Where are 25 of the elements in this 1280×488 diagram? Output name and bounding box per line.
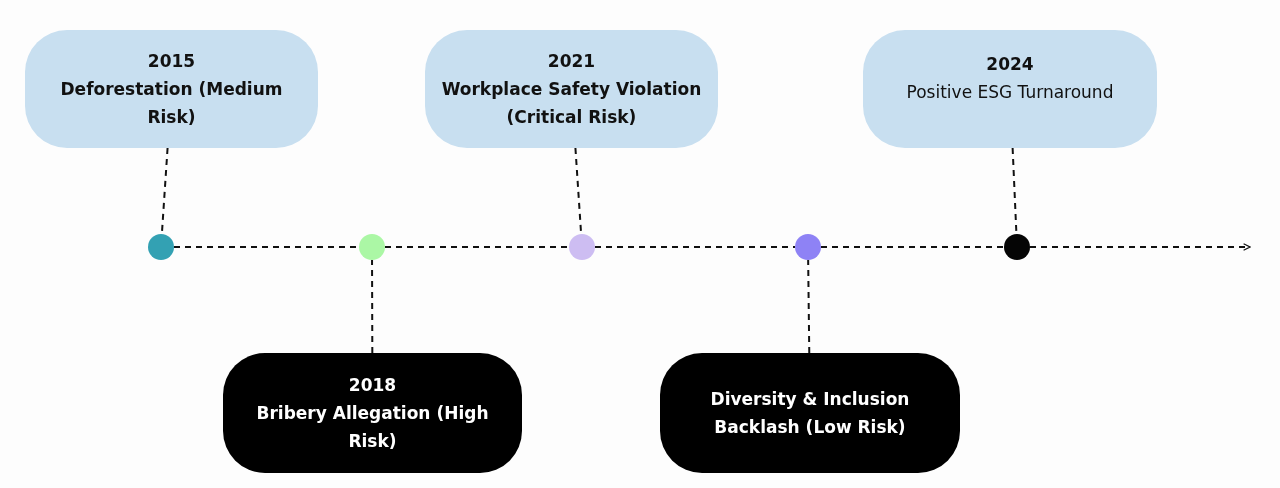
event-year: 2015 [147,50,196,73]
timeline-arrow [1029,243,1251,251]
event-card [425,30,718,148]
event-card [863,30,1157,148]
dashed-connector [807,259,811,354]
event-year: 2021 [547,50,596,73]
event-year: 2018 [348,374,397,397]
timeline-dot [569,234,595,260]
timeline-dot [359,234,385,260]
event-description: Deforestation (Medium Risk) [59,78,284,129]
event-description: Workplace Safety Violation (Critical Risk) [440,78,703,129]
event-description: Diversity & Inclusion Backlash (Low Risk) [709,388,911,439]
dashed-connector [594,246,796,248]
timeline-dot [148,234,174,260]
timeline-dot [795,234,821,260]
event-description: Bribery Allegation (High Risk) [255,402,490,453]
event-card [660,353,960,473]
timeline-dot [1004,234,1030,260]
dashed-connector [820,246,1005,248]
event-card [25,30,318,148]
dashed-connector [371,259,374,354]
event-description: Positive ESG Turnaround [906,81,1114,104]
dashed-connector [384,246,570,248]
event-year: 2024 [986,53,1034,76]
event-card [223,353,522,473]
